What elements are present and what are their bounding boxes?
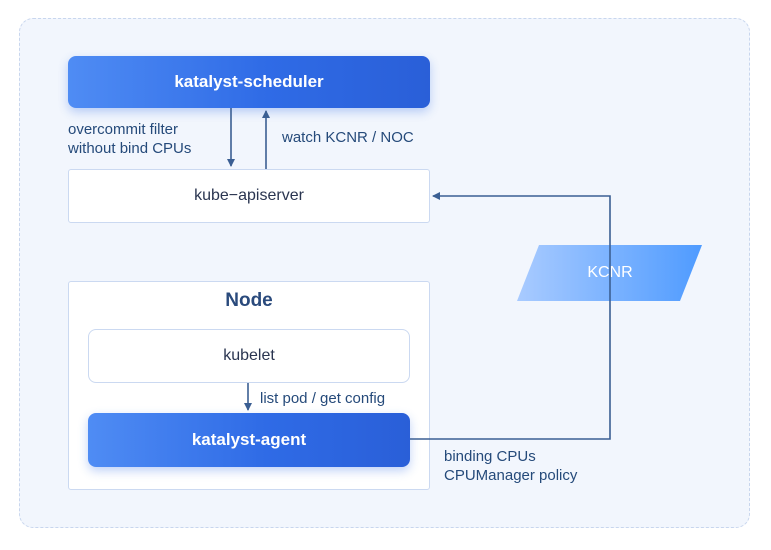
binding-edge-label: binding CPUs CPUManager policy — [444, 447, 577, 485]
list-pod-edge-label: list pod / get config — [260, 390, 386, 407]
katalyst-scheduler-box: katalyst-scheduler — [68, 56, 430, 108]
kube-apiserver-box: kube−apiserver — [68, 169, 430, 223]
kube-apiserver-label: kube−apiserver — [194, 187, 304, 204]
watch-edge-label: watch KCNR / NOC — [282, 129, 414, 146]
overcommit-label-line-2: without bind CPUs — [68, 140, 192, 157]
kubelet-label: kubelet — [223, 347, 275, 364]
kubelet-box: kubelet — [88, 329, 410, 383]
binding-label-line-2: CPUManager policy — [444, 467, 578, 484]
katalyst-agent-box: katalyst-agent — [88, 413, 410, 467]
binding-label-line-1: binding CPUs — [444, 448, 536, 465]
overcommit-label-line-1: overcommit filter — [68, 121, 179, 138]
overcommit-edge-label: overcommit filter without bind CPUs — [68, 120, 191, 158]
katalyst-agent-label: katalyst-agent — [191, 430, 307, 449]
node-title: Node — [225, 290, 273, 311]
katalyst-scheduler-label: katalyst-scheduler — [174, 72, 324, 91]
arrow-agent-to-apiserver — [410, 192, 611, 440]
